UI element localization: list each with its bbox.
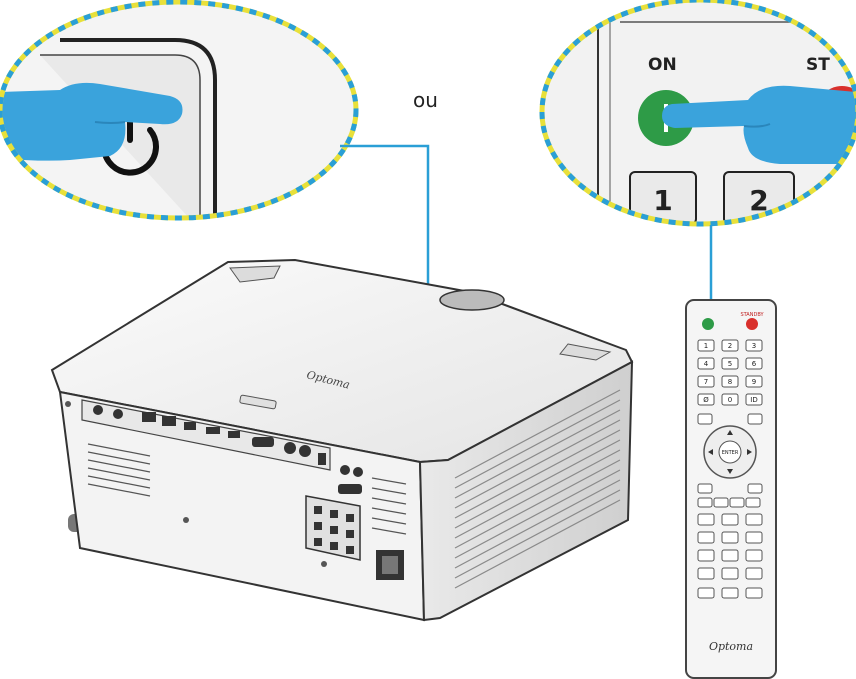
remote-number-keys: 1 2 3 4 5 6 7 8 9 Ø 0 ID — [697, 339, 763, 406]
projector: Optoma — [50, 258, 634, 622]
svg-text:Ø: Ø — [703, 396, 709, 404]
svg-text:7: 7 — [704, 378, 708, 386]
svg-text:4: 4 — [704, 360, 709, 368]
remote-standby-key — [746, 318, 758, 330]
right-vent — [371, 477, 407, 535]
remote-logo: Optoma — [709, 640, 753, 653]
remote-on-key — [702, 318, 714, 330]
connector-word: ou — [413, 88, 438, 112]
callout-remote-on: ON ST 1 2 — [539, 0, 856, 227]
svg-text:0: 0 — [728, 396, 732, 404]
rear-vent — [87, 443, 151, 497]
remote-center-label: ENTER — [722, 450, 739, 456]
pointing-hand-icon — [662, 85, 856, 164]
svg-text:5: 5 — [728, 360, 732, 368]
key-1-label: 1 — [653, 184, 672, 217]
key-1 — [629, 171, 697, 224]
remote-standby-label: STANDBY — [740, 312, 764, 318]
side-vents — [454, 389, 621, 589]
pointing-hand-icon — [0, 82, 183, 161]
io-ports — [93, 405, 326, 465]
svg-text:3: 3 — [752, 342, 756, 350]
svg-text:9: 9 — [752, 378, 756, 386]
standby-key-label-partial: ST — [806, 55, 830, 75]
on-key-label: ON — [648, 55, 677, 75]
remote-lower-keys — [697, 483, 763, 599]
svg-text:2: 2 — [728, 342, 732, 350]
key-2-label: 2 — [749, 184, 768, 217]
svg-text:8: 8 — [728, 378, 732, 386]
projector-keypad — [305, 495, 361, 561]
svg-text:1: 1 — [704, 342, 708, 350]
svg-text:ID: ID — [750, 396, 757, 404]
remote-control: STANDBY 1 2 3 4 5 6 7 8 9 Ø 0 — [685, 299, 777, 679]
callout-projector-power — [0, 0, 359, 221]
svg-text:6: 6 — [752, 360, 757, 368]
remote-dpad: ENTER — [703, 425, 757, 479]
